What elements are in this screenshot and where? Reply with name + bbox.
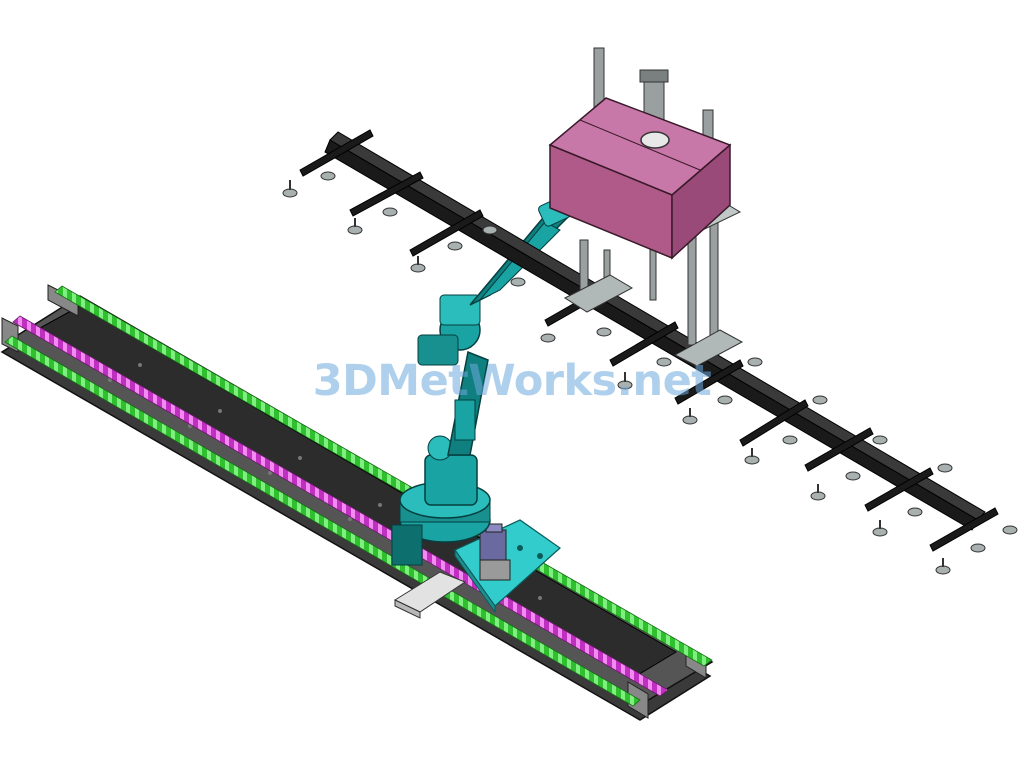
suction-cups [282,171,1018,575]
magenta-rack-rear [12,315,669,697]
green-rack-rear [54,285,713,667]
green-rack-front [4,335,641,707]
robot-carriage [393,519,561,619]
magenta-housing [548,97,732,260]
